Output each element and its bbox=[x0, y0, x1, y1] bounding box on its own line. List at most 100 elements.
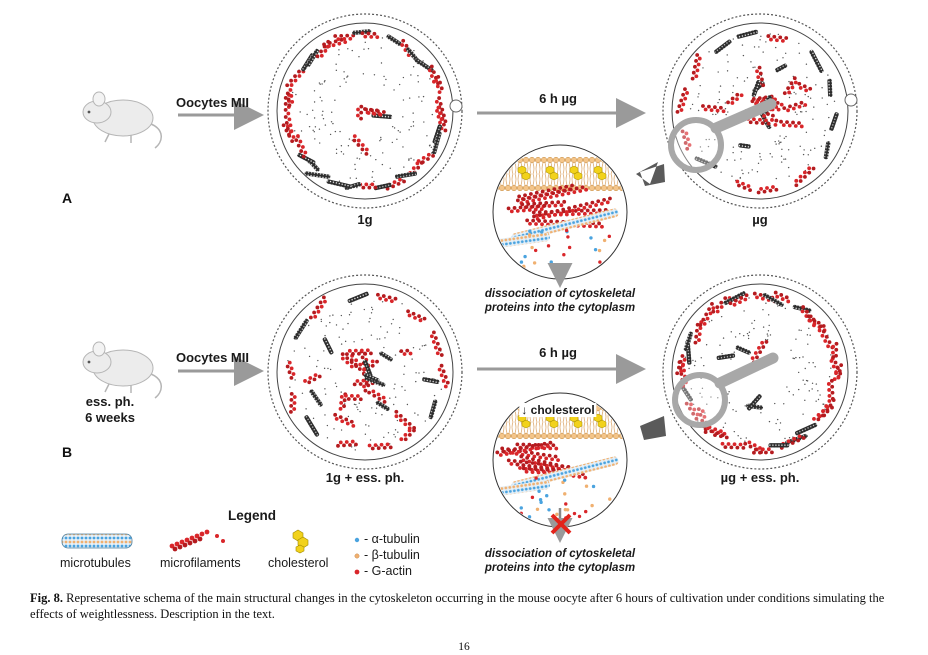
microfilament-bead bbox=[711, 309, 716, 314]
microfilament-bead bbox=[411, 166, 416, 171]
microfilament-bead bbox=[789, 81, 794, 86]
microfilament-bead bbox=[803, 174, 807, 179]
cytoplasm-dot bbox=[744, 440, 746, 442]
microfilament-bead bbox=[339, 33, 344, 38]
cytoplasm-dot bbox=[788, 437, 791, 439]
microfilament-bead bbox=[530, 444, 535, 448]
microfilament-bead bbox=[578, 189, 583, 193]
microfilament-bead bbox=[780, 38, 785, 43]
cytoplasm-dot bbox=[347, 145, 350, 147]
microfilament-bead bbox=[308, 315, 313, 320]
lipid-head bbox=[504, 432, 512, 440]
microfilament-bead bbox=[682, 357, 687, 362]
microfilament-bead bbox=[394, 414, 399, 419]
cytoplasm-dot bbox=[364, 41, 366, 44]
cytoplasm-dot bbox=[787, 166, 790, 169]
microfilament-bead bbox=[291, 372, 296, 376]
microfilament-bead bbox=[759, 186, 763, 191]
microtubule bbox=[309, 389, 323, 407]
microfilament-bead bbox=[786, 108, 790, 113]
cytoplasm-dot bbox=[394, 396, 397, 398]
microfilament-bead bbox=[524, 205, 529, 209]
microfilament-bead bbox=[403, 422, 408, 427]
microfilament-bead bbox=[515, 209, 520, 213]
microtubule bbox=[395, 171, 417, 179]
microfilament-bead bbox=[527, 442, 532, 447]
microtubule bbox=[683, 331, 693, 352]
microfilament-bead bbox=[346, 397, 351, 401]
row-a-left-cell-label: 1g bbox=[357, 212, 373, 227]
microfilament-bead bbox=[683, 87, 687, 92]
microfilament-bead bbox=[829, 378, 834, 383]
microfilament-bead bbox=[439, 117, 444, 122]
row-a-right-cell-label: µg bbox=[752, 212, 768, 227]
lipid-head bbox=[594, 184, 602, 192]
cytoplasm-dot bbox=[317, 359, 319, 362]
lipid-head bbox=[487, 433, 493, 439]
cytoplasm-dot bbox=[692, 359, 694, 362]
cytoplasm-dot bbox=[804, 367, 806, 370]
legend-microfilaments-label: microfilaments bbox=[160, 556, 241, 570]
cytoplasm-dot bbox=[733, 351, 735, 353]
lipid-head bbox=[618, 404, 626, 412]
cytoplasm-dot bbox=[805, 63, 808, 65]
microfilament-bead bbox=[821, 409, 825, 413]
cytoplasm-dot bbox=[724, 422, 727, 424]
microfilament-bead bbox=[702, 321, 707, 326]
cytoplasm-dot bbox=[760, 159, 762, 161]
microfilament-bead bbox=[376, 292, 380, 297]
lipid-tail bbox=[625, 410, 626, 423]
cytoplasm-dot bbox=[381, 163, 384, 166]
cytoplasm-dot bbox=[304, 347, 306, 349]
microfilament-bead bbox=[525, 218, 530, 223]
microfilament-bead bbox=[443, 384, 448, 389]
microfilament-bead bbox=[403, 432, 408, 437]
microfilament-bead bbox=[824, 334, 829, 339]
cytoplasm-dot bbox=[419, 348, 421, 350]
microfilament-bead bbox=[364, 182, 369, 187]
microfilament-bead bbox=[774, 118, 779, 123]
cytoplasm-dot bbox=[415, 372, 417, 374]
cytoplasm-dot bbox=[745, 437, 747, 439]
microfilament-bead bbox=[281, 123, 286, 128]
microfilament-bead bbox=[580, 185, 585, 190]
microfilament-bead bbox=[356, 138, 361, 143]
microfilament-bead bbox=[697, 332, 702, 337]
microfilament-bead bbox=[312, 377, 317, 382]
microfilament-bead bbox=[556, 200, 561, 205]
microfilament-bead bbox=[773, 122, 778, 127]
microfilament-bead bbox=[434, 99, 439, 104]
free-monomer bbox=[519, 260, 524, 264]
cytoplasm-dot bbox=[359, 410, 361, 413]
microfilament-bead bbox=[333, 412, 338, 417]
microfilament-bead bbox=[436, 114, 441, 119]
cytoplasm-dot bbox=[347, 48, 349, 50]
microfilament-bead bbox=[793, 102, 798, 107]
cytoplasm-dot bbox=[779, 422, 782, 424]
cytoplasm-dot bbox=[809, 149, 812, 151]
microfilament-bead bbox=[755, 355, 759, 360]
microfilament-bead bbox=[283, 108, 288, 112]
microfilament-bead bbox=[523, 193, 527, 198]
microfilament-bead bbox=[342, 37, 347, 41]
microfilament-bead bbox=[755, 99, 760, 104]
cytoplasm-dot bbox=[340, 343, 343, 345]
microfilament-bead bbox=[404, 43, 409, 48]
microfilament-bead bbox=[319, 53, 324, 58]
microfilament-bead bbox=[431, 153, 435, 158]
microfilament-bead bbox=[579, 208, 584, 213]
cytoplasm-dot bbox=[794, 111, 797, 113]
cytoplasm-dot bbox=[398, 83, 401, 86]
microfilament-bead bbox=[518, 466, 522, 470]
cytoplasm-dot bbox=[403, 166, 405, 168]
microfilament-bead bbox=[831, 355, 836, 359]
microfilament-bead bbox=[600, 201, 604, 206]
microfilament-bead bbox=[435, 109, 439, 113]
cytoplasm-dot bbox=[730, 331, 732, 333]
microfilament-bead bbox=[742, 185, 747, 190]
lipid-head bbox=[522, 156, 530, 164]
cytoplasm-dot bbox=[361, 338, 363, 341]
microfilament-bead bbox=[509, 462, 514, 466]
microfilament-bead bbox=[543, 211, 548, 216]
microfilament-bead bbox=[504, 452, 509, 456]
